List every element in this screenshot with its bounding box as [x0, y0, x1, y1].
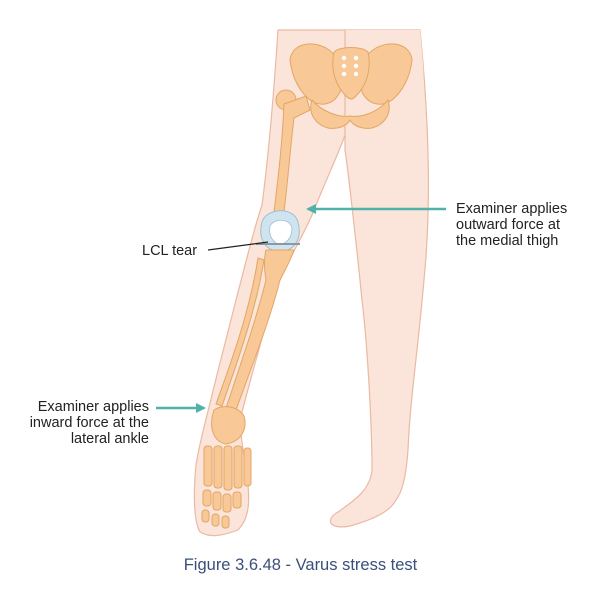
figure-caption: Figure 3.6.48 - Varus stress test — [183, 556, 418, 574]
medial-force-line-3: the medial thigh — [456, 233, 559, 249]
lateral-force-label: Examiner applies inward force at the lat… — [30, 399, 149, 447]
standing-leg — [329, 29, 429, 528]
medial-force-label: Examiner applies outward force at the me… — [456, 201, 567, 249]
lower-leg-bones — [215, 249, 295, 411]
lcl-tear-label: LCL tear — [142, 243, 198, 259]
pelvis-bone — [289, 43, 413, 129]
medial-force-line-2: outward force at — [456, 217, 560, 233]
lcl-leader-line — [207, 241, 269, 251]
lateral-force-line-2: inward force at the — [29, 415, 149, 431]
lateral-force-line-3: lateral ankle — [70, 431, 149, 447]
sacral-foramina — [341, 55, 359, 77]
lateral-force-line-1: Examiner applies — [37, 399, 149, 415]
medial-force-line-1: Examiner applies — [456, 201, 568, 217]
foot-bones — [201, 406, 252, 529]
knee-condyles — [269, 219, 293, 245]
femur — [273, 89, 311, 213]
